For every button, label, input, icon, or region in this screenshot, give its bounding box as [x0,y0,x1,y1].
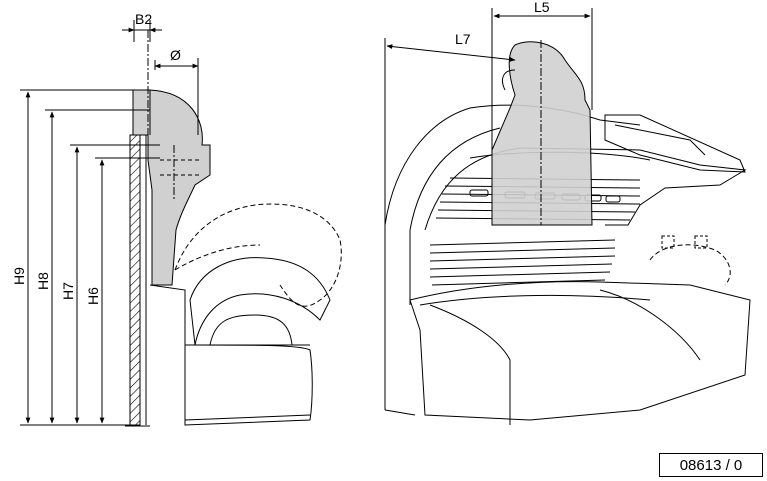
shoulder-unit [491,41,593,226]
label-h9: H9 [11,267,27,285]
reference-number: 08613 / 0 [679,456,743,474]
reference-number-box: 08613 / 0 [659,453,763,477]
label-b2: B2 [135,11,152,27]
perspective-dimensions [384,8,593,225]
lower-hood [189,257,331,346]
lower-bench [409,281,751,421]
label-h6: H6 [85,287,101,305]
canopy-raised [132,89,211,286]
canopy-lowered-dashed [174,203,342,307]
label-h8: H8 [35,272,51,290]
bench-body [149,284,313,426]
label-h7: H7 [60,282,76,300]
control-panel [604,114,746,173]
head-outline-dashed [649,244,731,286]
side-view-dimensions [20,20,199,426]
lower-lamp-rows [429,239,616,286]
wall [129,134,141,426]
label-l7: L7 [455,31,471,47]
label-l5: L5 [534,0,550,15]
side-view [125,30,342,427]
perspective-view [384,40,751,425]
label-diameter: Ø [170,47,181,63]
